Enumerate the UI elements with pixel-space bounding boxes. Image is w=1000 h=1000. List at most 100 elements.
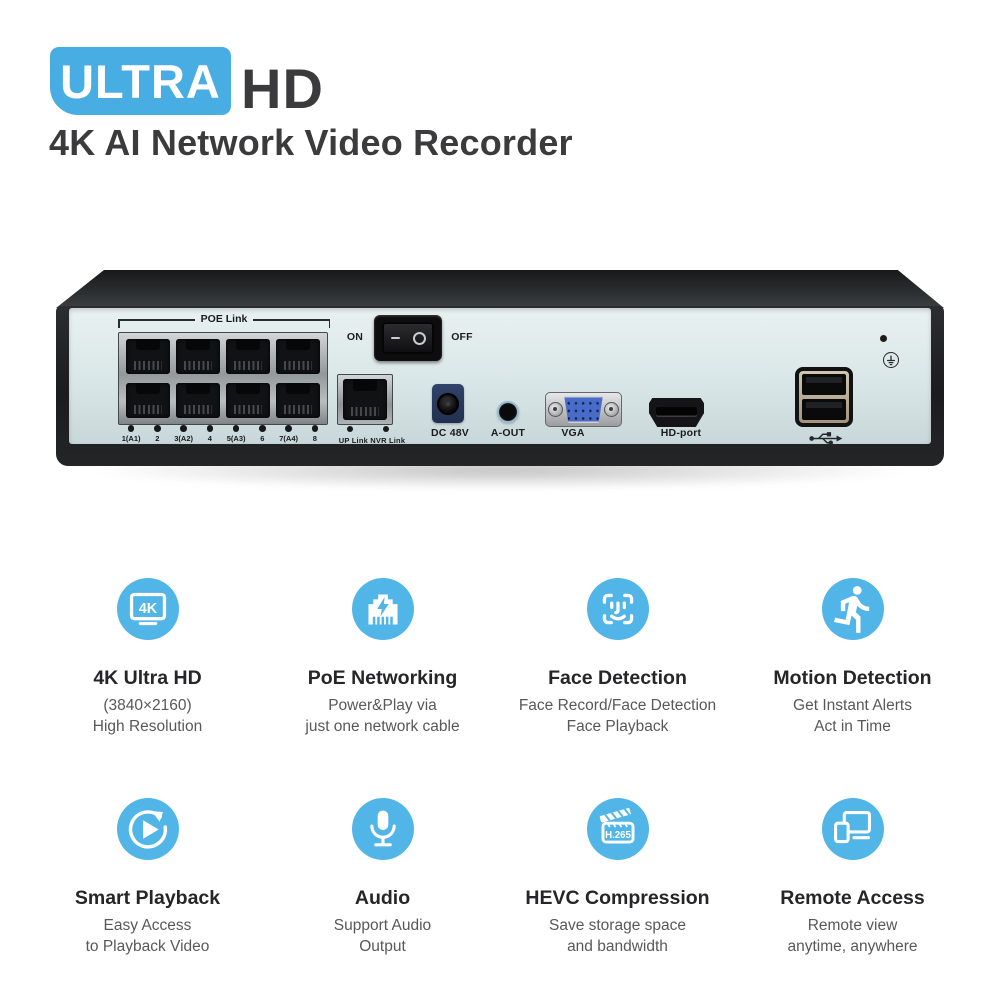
ultra-badge: ULTRA bbox=[50, 47, 231, 115]
power-switch bbox=[374, 315, 442, 361]
led-label: 2 bbox=[155, 434, 160, 443]
hdmi-port bbox=[649, 398, 704, 427]
vga-screw bbox=[604, 402, 619, 417]
uplink-label: UP Link NVR Link bbox=[338, 436, 406, 445]
bracket-tick bbox=[328, 319, 330, 328]
usb-port bbox=[802, 399, 846, 420]
feature-smart-playback: Smart Playback Easy Access to Playback V… bbox=[30, 780, 265, 1000]
feature-desc-line: (3840×2160) bbox=[103, 697, 192, 714]
led-label: 5(A3) bbox=[226, 434, 246, 443]
hd-label: HD bbox=[241, 56, 324, 120]
led-cell: 4 bbox=[197, 425, 223, 443]
feature-desc-line: Get Instant Alerts bbox=[793, 697, 912, 714]
bracket-line bbox=[253, 319, 329, 321]
feature-description: Remote view anytime, anywhere bbox=[787, 915, 917, 957]
vga-dsub bbox=[564, 396, 603, 423]
rj45-lightning-icon bbox=[351, 578, 414, 640]
vga-label: VGA bbox=[561, 427, 585, 439]
svg-text:H.265: H.265 bbox=[605, 830, 631, 841]
feature-title: 4K Ultra HD bbox=[93, 667, 202, 689]
feature-desc-line: Support Audio bbox=[333, 917, 432, 934]
running-person-icon bbox=[821, 578, 884, 640]
status-led bbox=[259, 425, 266, 432]
vga-screw bbox=[548, 402, 563, 417]
feature-desc-line: Save storage space bbox=[548, 917, 686, 934]
bracket-tick bbox=[118, 319, 120, 328]
feature-title: Smart Playback bbox=[74, 887, 221, 909]
led-cell: 1(A1) bbox=[118, 425, 144, 443]
led-label: 4 bbox=[207, 434, 212, 443]
feature-desc-line: Remote view bbox=[807, 917, 898, 934]
feature-description: Save storage space and bandwidth bbox=[549, 915, 686, 957]
feature-desc-line: just one network cable bbox=[305, 718, 460, 735]
status-led bbox=[206, 425, 214, 432]
usb-port bbox=[802, 374, 846, 395]
feature-title: HEVC Compression bbox=[525, 887, 710, 909]
usb-icon bbox=[809, 432, 843, 445]
status-led bbox=[180, 425, 187, 432]
feature-desc-line: and bandwidth bbox=[567, 938, 668, 955]
switch-off-label: OFF bbox=[451, 331, 473, 343]
dc-jack-hole bbox=[437, 392, 459, 415]
off-symbol bbox=[412, 331, 426, 345]
poe-led-row: 1(A1) 2 3(A2) 4 5(A3) 6 7(A4) 8 bbox=[118, 425, 328, 443]
feature-description: Get Instant Alerts Act in Time bbox=[793, 695, 912, 737]
chassis-top-bevel bbox=[56, 270, 944, 308]
led-cell: 6 bbox=[249, 425, 275, 443]
feature-grid: 4K 4K Ultra HD (3840×2160) High Resoluti… bbox=[30, 560, 970, 1000]
feature-desc-line: Output bbox=[359, 938, 406, 955]
hdmi-label: HD-port bbox=[660, 427, 702, 439]
uplink-led-row bbox=[347, 426, 389, 432]
4k-monitor-icon: 4K bbox=[116, 578, 179, 640]
uplink-port-block bbox=[337, 374, 393, 425]
feature-title: Remote Access bbox=[780, 887, 925, 909]
feature-title: Audio bbox=[354, 887, 411, 909]
poe-link-bracket: POE Link bbox=[118, 313, 330, 328]
microphone-icon bbox=[351, 798, 414, 860]
feature-face-detection: Face Detection Face Record/Face Detectio… bbox=[500, 560, 735, 780]
replay-icon bbox=[116, 798, 179, 860]
ethernet-port bbox=[226, 383, 270, 418]
led-label: 7(A4) bbox=[279, 434, 298, 443]
switch-on-label: ON bbox=[346, 331, 364, 343]
feature-audio: Audio Support Audio Output bbox=[265, 780, 500, 1000]
ethernet-port bbox=[226, 339, 270, 374]
feature-description: (3840×2160) High Resolution bbox=[93, 695, 202, 737]
poe-port-block bbox=[118, 332, 328, 425]
feature-desc-line: Face Record/Face Detection bbox=[518, 697, 717, 714]
ethernet-port bbox=[276, 339, 320, 374]
feature-desc-line: Act in Time bbox=[814, 718, 891, 735]
led-cell: 7(A4) bbox=[276, 425, 302, 443]
status-led bbox=[285, 425, 292, 432]
feature-desc-line: anytime, anywhere bbox=[787, 938, 918, 955]
status-led bbox=[311, 425, 319, 432]
feature-hevc-compression: H.265 HEVC Compression Save storage spac… bbox=[500, 780, 735, 1000]
audio-out-jack bbox=[497, 401, 519, 423]
feature-desc-line: Easy Access bbox=[103, 917, 192, 934]
led-label: 3(A2) bbox=[174, 434, 193, 443]
audio-out-label: A-OUT bbox=[490, 427, 526, 439]
svg-text:4K: 4K bbox=[138, 601, 157, 617]
brand-header: ULTRA HD bbox=[50, 47, 324, 120]
page-title: 4K AI Network Video Recorder bbox=[49, 122, 573, 163]
feature-description: Power&Play via just one network cable bbox=[305, 695, 459, 737]
ethernet-port bbox=[126, 383, 170, 418]
clapperboard-icon: H.265 bbox=[586, 798, 649, 860]
nvr-rear-panel: POE Link 1(A1) 2 3(A2) 4 5(A3) 6 7(A4) 8… bbox=[56, 268, 944, 500]
feature-description: Support Audio Output bbox=[334, 915, 431, 957]
feature-desc-line: Power&Play via bbox=[328, 697, 437, 714]
status-led bbox=[232, 425, 240, 432]
dc-power-jack bbox=[432, 384, 464, 423]
led-cell: 2 bbox=[144, 425, 170, 443]
usb-port-stack bbox=[795, 367, 853, 427]
uplink-ethernet-port bbox=[343, 379, 387, 420]
feature-remote-access: Remote Access Remote view anytime, anywh… bbox=[735, 780, 970, 1000]
dc-power-label: DC 48V bbox=[431, 427, 469, 439]
on-symbol bbox=[390, 336, 400, 340]
ground-icon bbox=[883, 352, 899, 368]
feature-title: Motion Detection bbox=[773, 667, 932, 689]
ethernet-port bbox=[176, 339, 220, 374]
feature-motion-detection: Motion Detection Get Instant Alerts Act … bbox=[735, 560, 970, 780]
feature-desc-line: Face Playback bbox=[566, 718, 669, 735]
face-id-icon bbox=[586, 578, 649, 640]
